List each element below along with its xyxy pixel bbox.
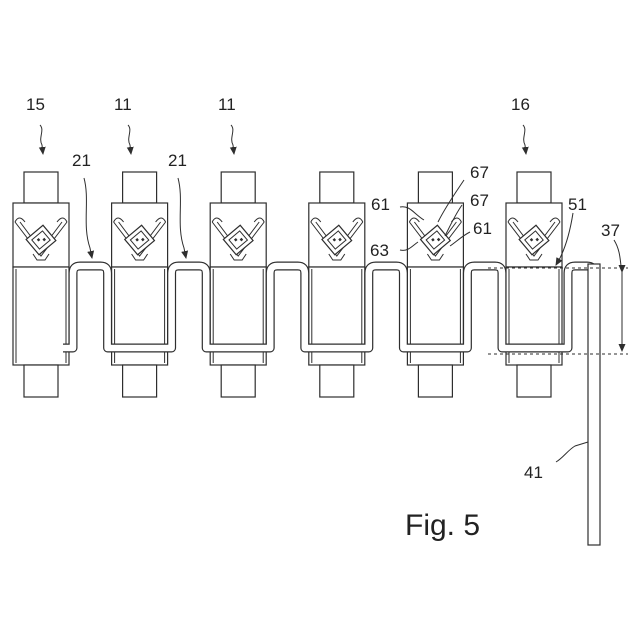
- arrow-11a: [128, 125, 131, 154]
- cell-top-terminal: [123, 172, 157, 203]
- arrow-15: [40, 125, 43, 154]
- label-63: 63: [370, 241, 389, 260]
- cell-top-terminal: [517, 172, 551, 203]
- arrow-21b: [178, 178, 186, 258]
- cell-top-terminal: [24, 172, 58, 203]
- label-51: 51: [568, 195, 587, 214]
- cell-bottom-terminal: [123, 365, 157, 397]
- cell-bottom-terminal: [517, 365, 551, 397]
- label-67b: 67: [470, 191, 489, 210]
- label-21b: 21: [168, 151, 187, 170]
- arrow-11b: [231, 125, 234, 154]
- cell-top-terminal: [418, 172, 452, 203]
- label-61a: 61: [371, 195, 390, 214]
- figure-caption: Fig. 5: [405, 509, 480, 542]
- label-16: 16: [511, 95, 530, 114]
- arrow-21a: [84, 178, 92, 258]
- label-11b: 11: [218, 95, 236, 114]
- arrow-16: [523, 125, 526, 154]
- battery-cell: [407, 172, 463, 397]
- battery-cell: [210, 172, 266, 397]
- label-15: 15: [26, 95, 45, 114]
- label-41: 41: [524, 463, 543, 482]
- leader-37: [614, 240, 621, 266]
- leader-41: [556, 442, 588, 462]
- lead-terminal: [588, 264, 600, 545]
- battery-cell: [506, 172, 562, 397]
- cell-bottom-terminal: [418, 365, 452, 397]
- cell-bottom-terminal: [320, 365, 354, 397]
- label-11a: 11: [114, 95, 132, 114]
- cell-top-terminal: [221, 172, 255, 203]
- cell-bottom-terminal: [24, 365, 58, 397]
- battery-cell: [13, 172, 69, 397]
- cell-bottom-terminal: [221, 365, 255, 397]
- cell-body: [13, 267, 69, 365]
- battery-cell: [309, 172, 365, 397]
- label-21a: 21: [72, 151, 91, 170]
- cell-top-terminal: [320, 172, 354, 203]
- battery-cell: [112, 172, 168, 397]
- label-67a: 67: [470, 163, 489, 182]
- label-37: 37: [601, 221, 620, 240]
- label-61b: 61: [473, 219, 492, 238]
